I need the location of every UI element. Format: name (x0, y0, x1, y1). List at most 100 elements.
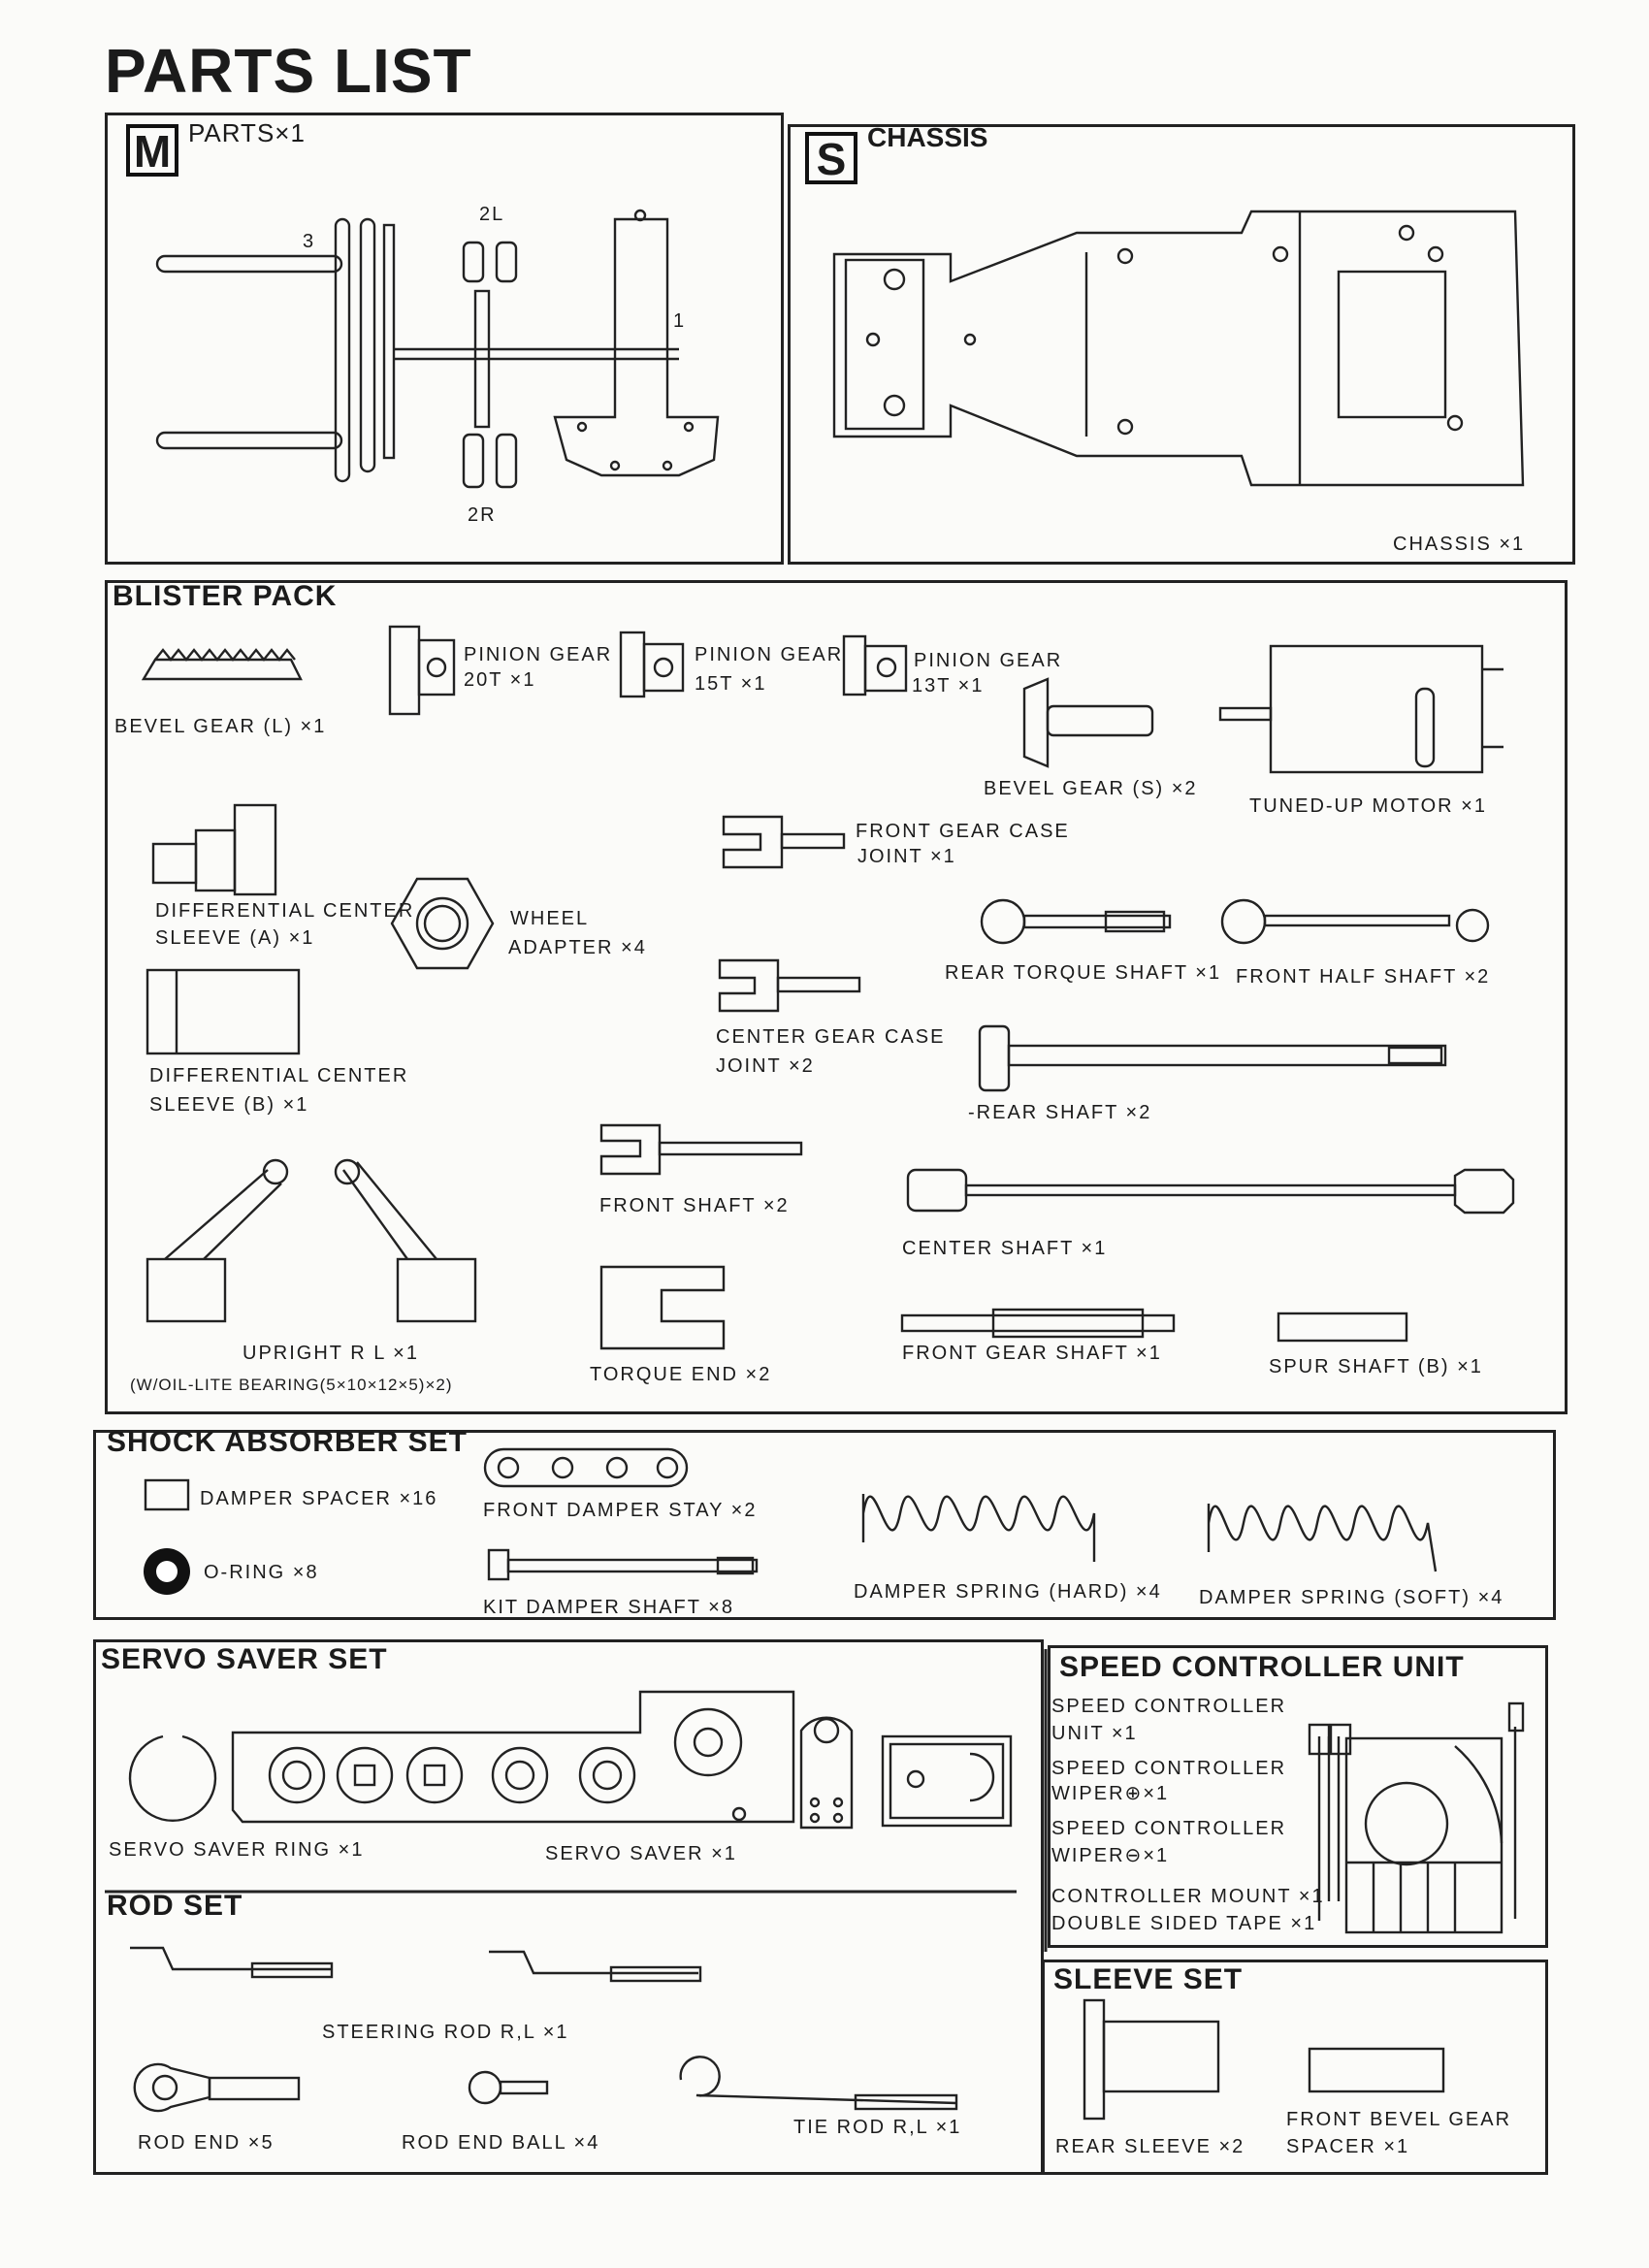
spring-hard-label: DAMPER SPRING (HARD) ×4 (854, 1581, 1162, 1603)
upright-note: (W/OIL-LITE BEARING(5×10×12×5)×2) (130, 1376, 453, 1394)
speed-item-8: DOUBLE SIDED TAPE ×1 (1051, 1913, 1317, 1934)
damper-spring-hard-drawing (861, 1494, 1096, 1562)
shock-absorber-box (93, 1430, 1556, 1620)
servo-saver-ring-drawing (128, 1734, 217, 1822)
rear-sleeve-drawing (1083, 1998, 1220, 2121)
pinion-20t-label-2: 20T ×1 (464, 669, 536, 691)
diff-sleeve-a-label-2: SLEEVE (A) ×1 (155, 927, 315, 949)
speed-item-3: SPEED CONTROLLER (1051, 1758, 1287, 1779)
pinion-gear-15t-drawing (619, 631, 685, 698)
chassis-drawing (832, 210, 1525, 487)
steering-rod-drawing (130, 1946, 702, 1983)
center-gear-case-label-2: JOINT ×2 (716, 1055, 815, 1077)
pinion-13t-label-1: PINION GEAR (914, 650, 1063, 671)
servo-saver-label: SERVO SAVER ×1 (545, 1843, 737, 1864)
shock-absorber-title: SHOCK ABSORBER SET (107, 1426, 468, 1458)
front-bevel-spacer-label-1: FRONT BEVEL GEAR (1286, 2109, 1512, 2130)
spur-shaft-b-drawing (1277, 1312, 1408, 1343)
m-parts-box (105, 113, 784, 565)
rear-shaft-label: -REAR SHAFT ×2 (968, 1102, 1152, 1123)
rod-set-title: ROD SET (107, 1890, 243, 1922)
rear-torque-shaft-drawing (980, 898, 1172, 945)
front-bevel-spacer-drawing (1308, 2047, 1445, 2093)
s-badge: S (805, 132, 857, 184)
servo-horn-drawing (799, 1716, 854, 1830)
wheel-adapter-label-1: WHEEL (510, 908, 590, 929)
rod-end-label: ROD END ×5 (138, 2132, 275, 2154)
callout-3: 3 (303, 231, 316, 252)
blister-pack-title: BLISTER PACK (113, 580, 338, 612)
s-chassis-title: CHASSIS (867, 122, 988, 152)
o-ring-drawing (144, 1548, 190, 1595)
rod-end-ball-label: ROD END BALL ×4 (402, 2132, 600, 2154)
upright-drawing (146, 1158, 477, 1323)
pinion-13t-label-2: 13T ×1 (912, 675, 985, 697)
rear-torque-shaft-label: REAR TORQUE SHAFT ×1 (945, 962, 1222, 984)
diff-sleeve-b-label-1: DIFFERENTIAL CENTER (149, 1065, 409, 1086)
damper-spring-soft-drawing (1207, 1504, 1438, 1572)
diff-sleeve-b-drawing (146, 968, 301, 1055)
s-chassis-box (788, 124, 1575, 565)
pinion-20t-label-1: PINION GEAR (464, 644, 613, 665)
kit-damper-shaft-label: KIT DAMPER SHAFT ×8 (483, 1597, 734, 1618)
speed-item-7: CONTROLLER MOUNT ×1 (1051, 1886, 1325, 1907)
speed-controller-title: SPEED CONTROLLER UNIT (1059, 1651, 1465, 1683)
upright-label: UPRIGHT R L ×1 (242, 1343, 419, 1364)
wheel-adapter-label-2: ADAPTER ×4 (508, 937, 647, 958)
rod-end-ball-drawing (468, 2070, 549, 2105)
front-gear-case-joint-drawing (722, 815, 846, 869)
servo-saver-frame-drawing (881, 1734, 1013, 1828)
tie-rod-label: TIE ROD R,L ×1 (793, 2117, 962, 2138)
pinion-15t-label-1: PINION GEAR (695, 644, 844, 665)
pinion-gear-13t-drawing (842, 634, 908, 697)
m-parts-frame (155, 209, 720, 489)
speed-item-6: WIPER⊖×1 (1051, 1845, 1170, 1866)
bevel-gear-s-drawing (1022, 677, 1154, 768)
center-gear-case-label-1: CENTER GEAR CASE (716, 1026, 946, 1048)
front-gear-shaft-label: FRONT GEAR SHAFT ×1 (902, 1343, 1162, 1364)
steering-rod-label: STEERING ROD R,L ×1 (322, 2022, 569, 2043)
damper-spacer-drawing (144, 1478, 190, 1511)
callout-1: 1 (673, 310, 687, 332)
rod-end-drawing (133, 2062, 301, 2113)
servo-saver-title: SERVO SAVER SET (101, 1643, 388, 1675)
m-parts-title: PARTS×1 (188, 118, 306, 147)
center-shaft-label: CENTER SHAFT ×1 (902, 1238, 1108, 1259)
page-title: PARTS LIST (105, 36, 472, 106)
callout-2l: 2L (479, 204, 505, 225)
pinion-gear-20t-drawing (388, 625, 456, 716)
front-gear-case-label-2: JOINT ×1 (857, 846, 956, 867)
front-shaft-label: FRONT SHAFT ×2 (599, 1195, 790, 1216)
rear-shaft-drawing (978, 1024, 1447, 1092)
speed-item-4: WIPER⊕×1 (1051, 1783, 1170, 1804)
m-badge: M (126, 124, 178, 177)
servo-saver-ring-label: SERVO SAVER RING ×1 (109, 1839, 365, 1861)
bevel-gear-s-label: BEVEL GEAR (S) ×2 (984, 778, 1198, 799)
spur-shaft-label: SPUR SHAFT (B) ×1 (1269, 1356, 1483, 1377)
wheel-adapter-drawing (390, 877, 495, 970)
diff-sleeve-a-drawing (151, 803, 277, 896)
front-half-shaft-drawing (1220, 898, 1490, 945)
servo-saver-runner-drawing (231, 1690, 795, 1824)
front-bevel-spacer-label-2: SPACER ×1 (1286, 2136, 1410, 2157)
o-ring-label: O-RING ×8 (204, 1562, 319, 1583)
front-gear-case-label-1: FRONT GEAR CASE (856, 821, 1070, 842)
speed-controller-drawing (1308, 1701, 1525, 1934)
bevel-gear-l-drawing (141, 648, 303, 681)
diff-sleeve-b-label-2: SLEEVE (B) ×1 (149, 1094, 309, 1116)
sleeve-set-title: SLEEVE SET (1053, 1963, 1244, 1995)
torque-end-label: TORQUE END ×2 (590, 1364, 772, 1385)
spring-soft-label: DAMPER SPRING (SOFT) ×4 (1199, 1587, 1504, 1608)
center-shaft-drawing (906, 1168, 1515, 1215)
bevel-gear-l-label: BEVEL GEAR (L) ×1 (114, 716, 327, 737)
speed-item-1: SPEED CONTROLLER (1051, 1696, 1287, 1717)
front-gear-shaft-drawing (900, 1308, 1176, 1339)
servo-rod-box (93, 1639, 1044, 2175)
speed-item-5: SPEED CONTROLLER (1051, 1818, 1287, 1839)
front-damper-stay-drawing (483, 1447, 689, 1488)
front-half-shaft-label: FRONT HALF SHAFT ×2 (1236, 966, 1491, 988)
callout-2r: 2R (468, 504, 497, 526)
blister-pack-box (105, 580, 1568, 1414)
tuned-up-motor-drawing (1218, 644, 1504, 774)
